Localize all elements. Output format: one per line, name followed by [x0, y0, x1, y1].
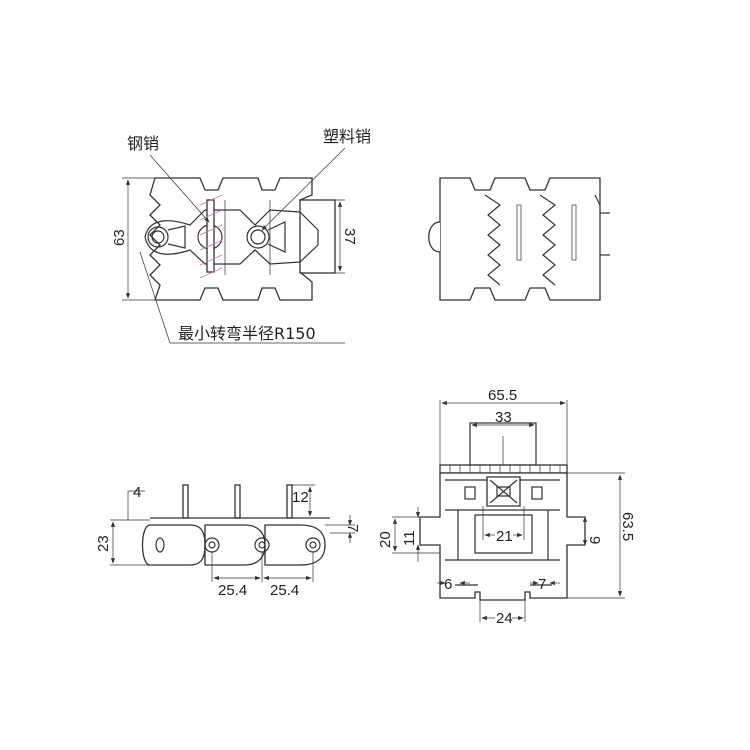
dim-23: 23: [95, 535, 112, 552]
plastic-pin-leader: [261, 147, 346, 231]
top-plan-view: 钢销 塑料销 最小转弯半径R150 63 37: [111, 127, 371, 344]
dim-pitch-1: 25.4: [218, 582, 247, 599]
dim-7: 7: [344, 524, 361, 532]
dim-4: 4: [133, 484, 141, 501]
dim-9: 9: [586, 536, 603, 544]
steel-pin-label: 钢销: [127, 134, 159, 153]
dim-6: 6: [444, 576, 452, 593]
bottom-plan-view: [428, 177, 610, 301]
radius-leader: [139, 251, 345, 344]
dim-7-section: 7: [538, 576, 546, 593]
min-radius-label: 最小转弯半径R150: [178, 324, 316, 343]
cross-section-view: 65.5 33 21 20 11 9 63.5 6 7 24: [377, 387, 636, 627]
side-view: 4 12 23 7 25.4 25.4: [95, 484, 361, 599]
dim-11: 11: [401, 530, 418, 546]
dim-12: 12: [292, 489, 309, 506]
dim-pitch-2: 25.4: [270, 582, 299, 599]
dim-20: 20: [377, 531, 394, 548]
dim-63: 63: [111, 229, 128, 246]
dim-37: 37: [341, 228, 358, 245]
plastic-pin-label: 塑料销: [323, 127, 371, 146]
dim-21: 21: [496, 528, 513, 545]
steel-pin-leader: [149, 154, 210, 223]
dim-24: 24: [496, 610, 513, 627]
chain-modules: [144, 177, 336, 301]
steel-pin-highlight: [199, 194, 223, 279]
dim-63-5: 63.5: [619, 512, 636, 541]
dim-33: 33: [495, 409, 512, 426]
dim-65-5: 65.5: [488, 387, 517, 404]
